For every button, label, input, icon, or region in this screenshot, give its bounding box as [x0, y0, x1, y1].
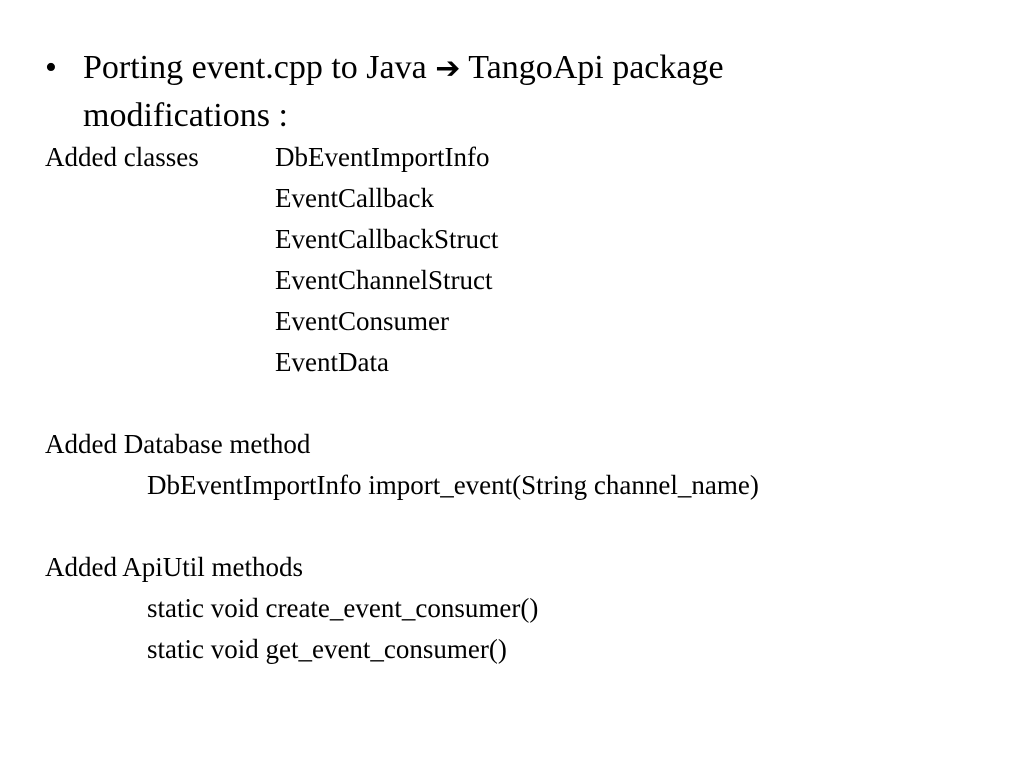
right-arrow-icon: ➔: [435, 51, 461, 86]
apiutil-label: Added ApiUtil methods: [45, 552, 303, 582]
database-method: DbEventImportInfo import_event(String ch…: [147, 470, 759, 500]
bullet-text-line2: modifications :: [83, 97, 288, 134]
class-item: DbEventImportInfo: [275, 142, 490, 172]
class-item: EventConsumer: [275, 306, 449, 336]
class-item: EventCallback: [275, 183, 434, 213]
bullet-text-after: TangoApi package: [468, 49, 724, 86]
apiutil-method: static void get_event_consumer(): [147, 634, 507, 664]
class-item: EventData: [275, 347, 389, 377]
class-item: EventChannelStruct: [275, 265, 493, 295]
apiutil-method: static void create_event_consumer(): [147, 593, 539, 623]
bullet-dot: •: [45, 49, 57, 86]
bullet-text: Porting event.cpp to Java ➔ TangoApi pac…: [83, 44, 933, 139]
class-item: EventCallbackStruct: [275, 224, 499, 254]
bullet-text-before: Porting event.cpp to Java: [83, 49, 427, 86]
classes-label: Added classes: [45, 142, 199, 172]
database-label: Added Database method: [45, 429, 311, 459]
